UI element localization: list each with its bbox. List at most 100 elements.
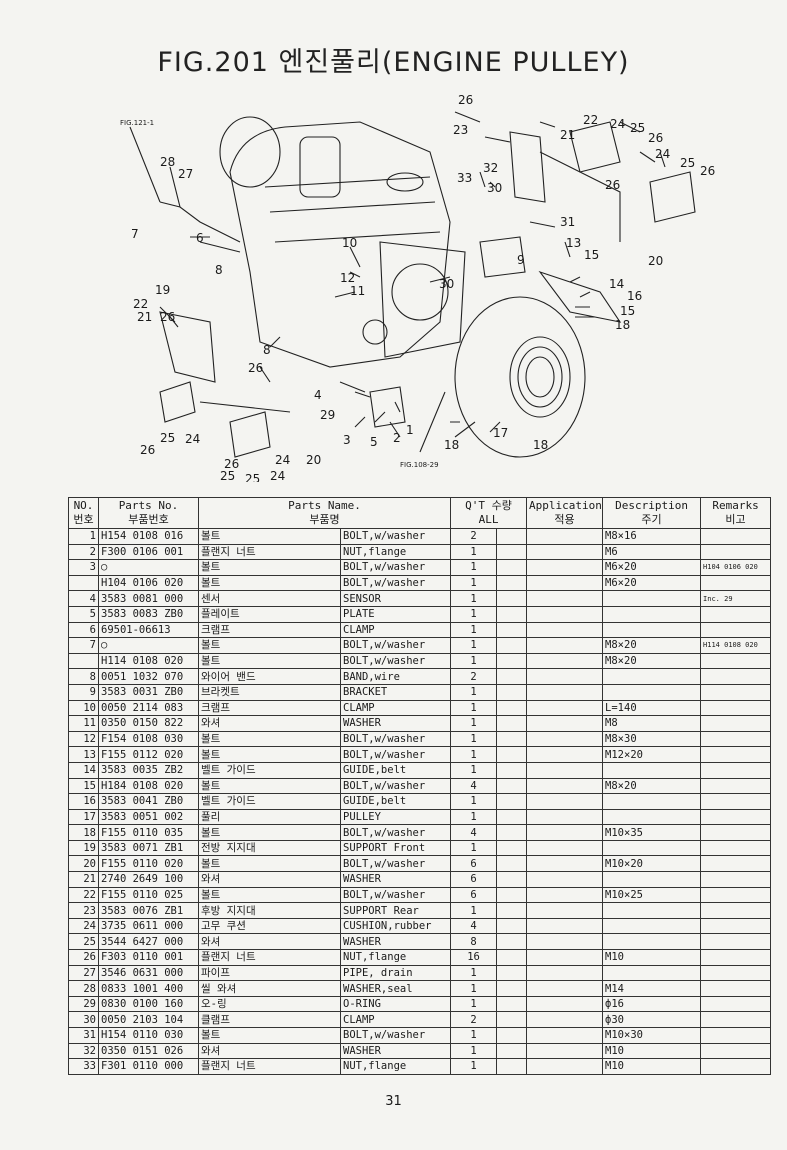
quantity-extra-cell [496,730,528,748]
application-cell [526,886,604,904]
part-name-english-cell: SENSOR [339,590,452,607]
quantity-extra-cell [496,871,528,888]
quantity-extra-cell [496,683,528,701]
quantity-cell: 16 [450,949,498,966]
description-cell [602,683,702,701]
remarks-cell: H114 0108 020 [700,637,772,654]
remarks-cell [700,574,772,592]
part-number-cell: F155 0110 020 [98,855,199,873]
quantity-cell: 2 [450,668,498,685]
part-name-korean-cell: 볼트 [198,559,341,576]
quantity-cell: 1 [450,683,498,701]
description-cell: M8×16 [602,528,702,545]
description-cell [602,871,702,888]
row-number-cell: 26 [68,949,99,966]
part-name-english-cell: BOLT,w/washer [339,824,452,841]
part-name-english-cell: WASHER [339,1042,452,1060]
part-name-korean-cell: 볼트 [198,1027,341,1044]
part-name-korean-cell: 볼트 [198,637,341,654]
quantity-extra-cell [496,574,528,592]
part-name-english-cell: WASHER [339,871,452,888]
callout: 22 [133,297,148,311]
ref-label: FIG.121-1 [120,119,154,127]
description-cell: M8×20 [602,637,702,654]
description-cell [602,808,702,826]
part-number-cell: F300 0106 001 [98,543,199,561]
part-name-english-cell: NUT,flange [339,543,452,561]
callout: 24 [275,453,290,467]
description-cell [602,761,702,779]
part-name-korean-cell: 플랜지 너트 [198,1058,341,1075]
remarks-cell [700,683,772,701]
part-number-cell: 0350 0151 026 [98,1042,199,1060]
remarks-cell [700,949,772,966]
part-name-english-cell: BOLT,w/washer [339,855,452,873]
quantity-extra-cell [496,1011,528,1028]
quantity-cell: 1 [450,715,498,732]
remarks-cell [700,933,772,951]
callout: 10 [342,236,357,250]
remarks-cell [700,777,772,795]
part-name-english-cell: SUPPORT Rear [339,902,452,919]
application-cell [526,528,604,545]
part-name-korean-cell: 센서 [198,590,341,607]
callout: 21 [137,310,152,324]
part-name-korean-cell: 와셔 [198,715,341,732]
remarks-cell [700,621,772,639]
quantity-cell: 1 [450,980,498,997]
callout: 21 [560,128,575,142]
application-cell [526,995,604,1013]
part-name-korean-cell: 벨트 가이드 [198,793,341,810]
row-number-cell: 1 [68,528,99,545]
description-cell [602,621,702,639]
remarks-cell: H104 0106 020 [700,559,772,576]
callout: 16 [627,289,642,303]
quantity-cell: 4 [450,917,498,935]
quantity-cell: 1 [450,559,498,576]
quantity-extra-cell [496,621,528,639]
callout: 18 [444,438,459,452]
row-number-cell: 21 [68,871,99,888]
remarks-cell [700,902,772,919]
description-cell [602,933,702,951]
row-number-cell: 11 [68,715,99,732]
row-number-cell: 23 [68,902,99,919]
quantity-cell: 1 [450,964,498,982]
remarks-cell [700,699,772,717]
part-number-cell: 3583 0083 ZB0 [98,605,199,623]
callout: 26 [160,310,175,324]
description-cell: M10 [602,949,702,966]
part-number-cell: 0350 0150 822 [98,715,199,732]
row-number-cell: 7 [68,637,99,654]
row-number-cell: 27 [68,964,99,982]
callout: 26 [140,443,155,457]
description-cell: M6×20 [602,559,702,576]
description-cell: M10×35 [602,824,702,841]
rear-support [509,131,546,203]
quantity-cell: 4 [450,824,498,841]
row-number-cell: 15 [68,777,99,795]
remarks-cell [700,1058,772,1075]
part-name-english-cell: PLATE [339,605,452,623]
callout: 25 [220,469,235,482]
callout: 25 [680,156,695,170]
quantity-cell: 1 [450,1027,498,1044]
part-number-cell: 3583 0081 000 [98,590,199,607]
part-name-english-cell: BAND,wire [339,668,452,685]
part-number-cell: 0051 1032 070 [98,668,199,685]
quantity-cell: 8 [450,933,498,951]
quantity-cell: 1 [450,590,498,607]
remarks-cell [700,964,772,982]
quantity-cell: 6 [450,886,498,904]
callout: 17 [493,426,508,440]
part-name-korean-cell: 와셔 [198,871,341,888]
quantity-extra-cell [496,1058,528,1075]
part-name-korean-cell: 와이어 밴드 [198,668,341,685]
